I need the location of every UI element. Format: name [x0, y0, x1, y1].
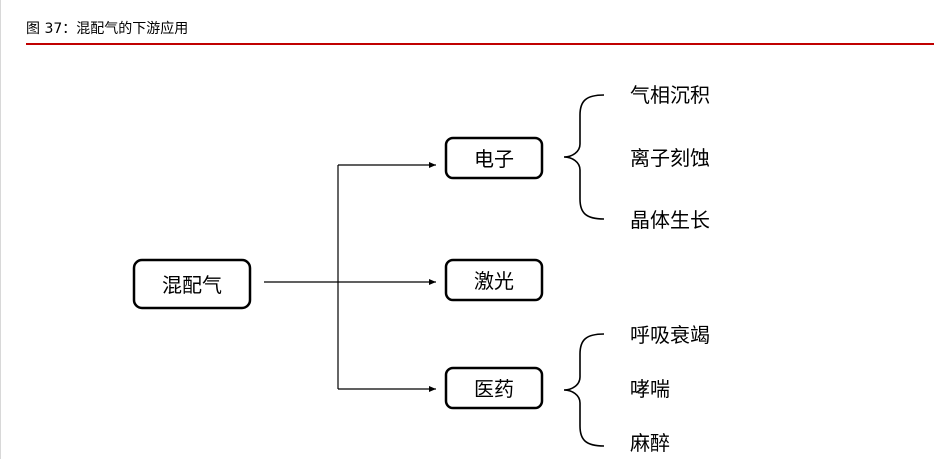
branch-laser-label: 激光: [474, 269, 514, 293]
branch-medicine-box: [444, 366, 544, 410]
branch-electronics-label: 电子: [474, 147, 514, 171]
leaf-asthma: 哮喘: [630, 377, 670, 401]
branch-laser-box: [444, 258, 544, 302]
root-node: 混配气: [132, 258, 252, 310]
brace-electronics: [563, 94, 605, 220]
brace-medicine: [563, 333, 605, 447]
branch-medicine: 医药 呼吸衰竭 哮喘 麻醉: [444, 323, 710, 455]
page-left-border: [0, 0, 1, 459]
root-node-label: 混配气: [162, 273, 222, 297]
leaf-crystal-growth: 晶体生长: [630, 208, 710, 232]
root-node-box: [132, 258, 252, 310]
branch-laser: 激光: [444, 258, 544, 302]
figure-caption: 图 37：混配气的下游应用: [26, 21, 189, 37]
leaf-ion-etching: 离子刻蚀: [630, 146, 710, 170]
leaf-respiratory-failure: 呼吸衰竭: [630, 323, 710, 347]
branch-electronics-box: [444, 136, 544, 180]
caption-rule: [26, 43, 934, 45]
root-connectors: [264, 162, 436, 392]
branch-electronics: 电子 气相沉积 离子刻蚀 晶体生长: [444, 83, 710, 232]
leaf-vapor-deposition: 气相沉积: [630, 83, 710, 107]
leaf-anesthesia: 麻醉: [630, 431, 670, 455]
branch-medicine-label: 医药: [474, 377, 514, 401]
